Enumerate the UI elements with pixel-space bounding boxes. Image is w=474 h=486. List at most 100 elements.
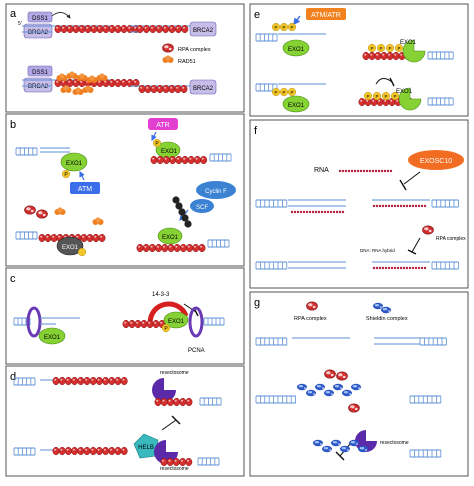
rpa-bead bbox=[174, 84, 182, 94]
phospho-label: P bbox=[164, 326, 168, 332]
rpa-bead bbox=[89, 446, 97, 456]
rpa-bead bbox=[172, 397, 181, 407]
exo1-protein bbox=[157, 227, 183, 245]
dsdna-end bbox=[207, 239, 230, 248]
rad51-icon bbox=[72, 87, 84, 95]
rpa-bead bbox=[152, 319, 160, 329]
pcna-ring bbox=[26, 306, 42, 338]
rna-nucleotide bbox=[380, 169, 384, 173]
rad51-icon bbox=[54, 207, 66, 215]
rna-hybrid bbox=[372, 204, 427, 208]
brca2-label: BRCA2 bbox=[28, 30, 49, 36]
rpa-bead bbox=[50, 233, 58, 243]
rna-nucleotide bbox=[393, 266, 397, 270]
rpa-bead bbox=[114, 446, 122, 456]
pcna-ring bbox=[188, 306, 204, 338]
dsdna-end bbox=[431, 261, 459, 270]
exo1-degraded bbox=[56, 236, 84, 256]
phospho-label: P bbox=[397, 46, 400, 51]
rpa-complex-icon bbox=[24, 205, 36, 215]
rpa-bead bbox=[142, 243, 150, 253]
rpa-bead bbox=[138, 84, 146, 94]
inhibition-line bbox=[411, 237, 421, 253]
panel-b-frame bbox=[5, 113, 245, 267]
rna-nucleotide bbox=[359, 169, 363, 173]
rpa-bead bbox=[108, 78, 116, 88]
rpa-bead bbox=[122, 319, 130, 329]
rpa-bead bbox=[150, 155, 158, 165]
rpa-filament bbox=[150, 155, 208, 165]
rna-nucleotide bbox=[299, 210, 303, 214]
rpa-complex-label: RPA complex bbox=[436, 236, 466, 242]
exo1-label: EXO1 bbox=[400, 40, 417, 46]
rpa-bead bbox=[179, 397, 187, 407]
rpa-bead bbox=[101, 376, 110, 386]
rna-nucleotide bbox=[390, 266, 394, 270]
panel-c-frame bbox=[5, 267, 245, 365]
pcna-label: PCNA bbox=[188, 348, 205, 354]
rpa-bead bbox=[160, 397, 168, 407]
atm-label: ATM bbox=[78, 186, 92, 193]
dsdna-end bbox=[15, 147, 38, 156]
rna-nucleotide bbox=[405, 204, 409, 208]
shieldin-icon bbox=[358, 445, 368, 453]
resectosome-icon bbox=[154, 440, 178, 464]
rna-nucleotide bbox=[326, 210, 330, 214]
brca2-box bbox=[23, 23, 53, 39]
rna-nucleotide bbox=[362, 169, 366, 173]
exo1-active bbox=[398, 87, 422, 111]
rna-nucleotide bbox=[374, 169, 378, 173]
rna-nucleotide bbox=[399, 204, 403, 208]
shieldin-coat bbox=[297, 383, 361, 397]
rpa-bead bbox=[89, 376, 97, 386]
rpa-bead bbox=[166, 397, 175, 407]
rna-nucleotide bbox=[387, 204, 391, 208]
rpa-bead bbox=[92, 233, 100, 243]
exo1-label: EXO1 bbox=[66, 161, 83, 167]
five-prime-label: 5' bbox=[18, 21, 22, 27]
rna-nucleotide bbox=[296, 210, 300, 214]
exo1-protein bbox=[60, 152, 88, 172]
phospho-label: P bbox=[393, 94, 396, 99]
exo1-label: EXO1 bbox=[162, 235, 179, 241]
panel-f-frame bbox=[249, 119, 469, 289]
exo1-label: EXO1 bbox=[168, 319, 185, 325]
shieldin-icon bbox=[315, 383, 325, 391]
rpa-complex-icon bbox=[306, 301, 318, 311]
rpa-bead bbox=[181, 24, 189, 34]
brca2-box bbox=[189, 79, 217, 95]
dsdna-end bbox=[199, 397, 222, 406]
rpa-complex-icon bbox=[422, 225, 434, 235]
rpa-bead bbox=[54, 24, 62, 34]
rna-strand bbox=[338, 169, 393, 173]
dsdna-end bbox=[255, 337, 288, 346]
phospho-label: P bbox=[274, 25, 277, 30]
rpa-bead bbox=[368, 51, 376, 61]
phospho-label: P bbox=[290, 90, 293, 95]
rna-nucleotide bbox=[347, 169, 351, 173]
rpa-bead bbox=[168, 155, 177, 165]
shieldin-icon bbox=[342, 389, 352, 397]
dsdna-end bbox=[255, 199, 288, 208]
shieldin-icon bbox=[349, 439, 359, 447]
rna-nucleotide bbox=[378, 204, 382, 208]
rpa-bead bbox=[198, 243, 206, 253]
rpa-bead bbox=[77, 446, 85, 456]
phospho-arrow bbox=[151, 131, 157, 142]
rna-nucleotide bbox=[377, 169, 381, 173]
rpa-bead bbox=[114, 376, 122, 386]
dsdna-end bbox=[427, 51, 454, 60]
legend-rad51-icon bbox=[162, 55, 174, 63]
dsdna-end bbox=[197, 457, 220, 466]
rad51-icon bbox=[66, 71, 78, 79]
inhibition-line bbox=[161, 419, 177, 431]
shieldin-icon bbox=[313, 439, 323, 447]
rpa-bead bbox=[161, 24, 170, 34]
rpa-bead bbox=[95, 376, 104, 386]
phospho-label: P bbox=[375, 94, 378, 99]
rna-nucleotide bbox=[411, 266, 415, 270]
panel-e-frame bbox=[249, 3, 469, 117]
protein-1433-label: 14-3-3 bbox=[152, 292, 170, 298]
exosc10-label: EXOSC10 bbox=[420, 158, 452, 165]
